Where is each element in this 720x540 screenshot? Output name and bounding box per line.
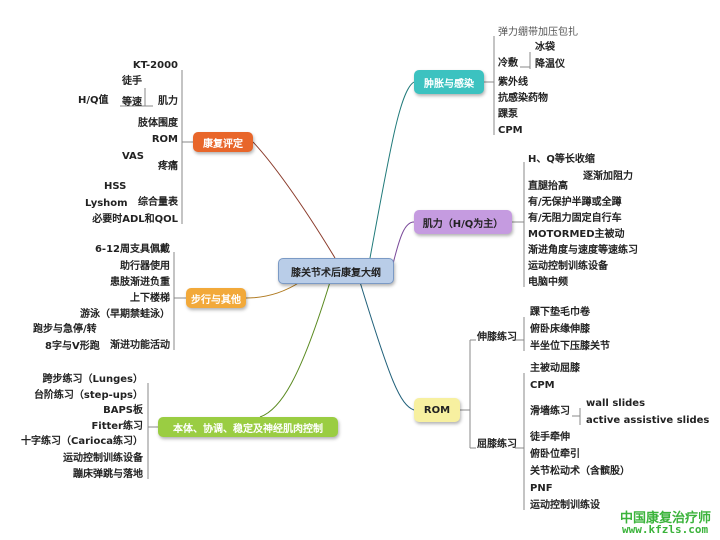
branch-proprioception: 本体、协调、稳定及神经肌肉控制 [158, 417, 338, 437]
watermark-title: 中国康复治疗师 [620, 511, 712, 526]
leaf: 8字与V形跑 [45, 341, 100, 352]
leaf: MOTORMED主被动 [528, 229, 625, 240]
leaf: 滑墙练习 [530, 406, 570, 417]
leaf: 台阶练习（step-ups） [33, 390, 143, 401]
branch-swelling: 肿胀与感染 [414, 70, 484, 94]
leaf: 等速 [122, 97, 142, 108]
leaf: 运动控制训练设备 [63, 453, 143, 464]
leaf: wall slides [586, 398, 646, 409]
leaf: 渐进功能活动 [110, 340, 170, 351]
leaf: 踝泵 [498, 109, 518, 120]
leaf: 跨步练习（Lunges） [42, 374, 143, 385]
leaf: 运动控制训练设 [530, 500, 600, 511]
leaf: active assistive slides [586, 415, 710, 426]
leaf: 徒手牵伸 [530, 432, 570, 443]
leaf: 冷敷 [498, 58, 518, 69]
leaf: 主被动屈膝 [530, 363, 580, 374]
leaf: 综合量表 [138, 197, 178, 208]
leaf: 弹力绷带加压包扎 [498, 27, 578, 38]
leaf: 俯卧位牵引 [530, 449, 580, 460]
leaf: 6-12周支具佩戴 [94, 244, 170, 255]
leaf: 肌力 [158, 96, 178, 107]
leaf: 逐渐加阻力 [583, 171, 633, 182]
leaf: H/Q值 [78, 95, 109, 106]
leaf: BAPS板 [103, 405, 143, 416]
leaf: 游泳（早期禁蛙泳） [80, 309, 170, 320]
leaf: 降温仪 [535, 59, 565, 70]
branch-assessment: 康复评定 [193, 132, 253, 152]
leaf: ROM [151, 134, 178, 145]
leaf: HSS [104, 181, 127, 192]
leaf: 踝下垫毛巾卷 [530, 307, 590, 318]
leaf: 有/无保护半蹲或全蹲 [528, 197, 622, 208]
leaf: 肢体围度 [138, 118, 178, 129]
leaf: 关节松动术（含髌股） [530, 466, 630, 477]
leaf: 十字练习（Carioca练习） [21, 436, 143, 447]
central-topic: 膝关节术后康复大纲 [278, 258, 394, 284]
leaf: 必要时ADL和QOL [92, 214, 178, 225]
leaf: 直腿抬高 [528, 181, 568, 192]
branch-rom: ROM [414, 398, 460, 422]
leaf: CPM [530, 380, 555, 391]
leaf: 俯卧床缘伸膝 [530, 324, 590, 335]
watermark-url: www.kfzls.com [622, 523, 709, 536]
leaf: PNF [530, 483, 553, 494]
leaf: 蹦床弹跳与落地 [73, 469, 143, 480]
leaf: 紫外线 [498, 77, 528, 88]
leaf: 疼痛 [158, 161, 178, 172]
leaf: 跑步与急停/转 [33, 324, 97, 335]
leaf: 患肢渐进负重 [110, 277, 170, 288]
leaf: 有/无阻力固定自行车 [528, 213, 622, 224]
leaf: Lyshom [85, 198, 128, 209]
leaf: VAS [122, 151, 145, 162]
leaf: 徒手 [122, 76, 142, 87]
leaf: 冰袋 [535, 42, 555, 53]
leaf: KT-2000 [132, 60, 178, 71]
subtopic-flexion: 屈膝练习 [477, 439, 517, 450]
branch-walking: 步行与其他 [186, 288, 246, 308]
leaf: H、Q等长收缩 [528, 154, 595, 165]
leaf: 上下楼梯 [130, 293, 170, 304]
leaf: 抗感染药物 [498, 93, 548, 104]
leaf: CPM [498, 125, 523, 136]
leaf: Fitter练习 [91, 421, 143, 432]
leaf: 运动控制训练设备 [528, 261, 608, 272]
leaf: 电脑中频 [528, 277, 568, 288]
subtopic-extension: 伸膝练习 [477, 332, 517, 343]
branch-strength: 肌力（H/Q为主） [414, 210, 512, 234]
leaf: 助行器使用 [120, 261, 170, 272]
leaf: 半坐位下压膝关节 [530, 341, 610, 352]
leaf: 渐进角度与速度等速练习 [528, 245, 638, 256]
